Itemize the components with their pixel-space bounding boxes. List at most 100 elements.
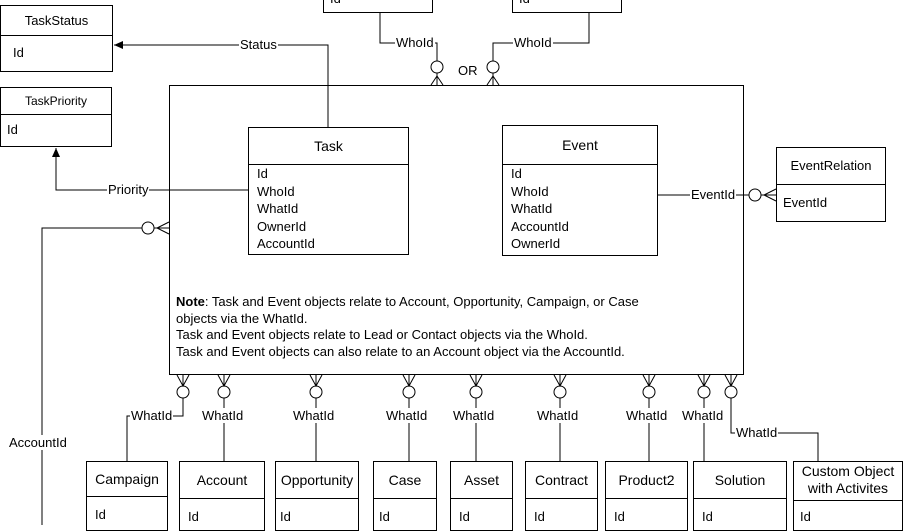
eventid-optional-icon <box>748 188 762 202</box>
field: WhoId <box>511 183 549 199</box>
entity-title: Product2 <box>606 462 687 499</box>
entity-title: Opportunity <box>276 462 358 499</box>
field: EventId <box>783 195 828 210</box>
relation-label-whatid: WhatId <box>625 408 669 423</box>
field: AccountId <box>257 236 315 251</box>
entity-opportunity: Opportunity Id <box>275 461 359 531</box>
relation-label-eventid: EventId <box>690 187 737 202</box>
entity-custom-object: Custom Object with Activites Id <box>793 461 903 531</box>
relation-label-status: Status <box>239 37 278 52</box>
entity-asset: Asset Id <box>450 461 513 531</box>
entity-contract: Contract Id <box>525 461 598 531</box>
field-list: Id <box>459 508 470 526</box>
field-list: Id <box>280 508 291 526</box>
note-bold-label: Note <box>176 294 205 309</box>
entity-product2: Product2 Id <box>605 461 688 531</box>
field: Id <box>13 45 24 60</box>
entity-solution: Solution Id <box>693 461 787 531</box>
entity-task-status: TaskStatus Id <box>0 5 113 72</box>
field: Id <box>534 509 545 524</box>
priority-connector <box>52 148 248 191</box>
field: Id <box>330 0 341 8</box>
relation-label-whatid: WhatId <box>201 408 245 423</box>
accountid-connector <box>41 227 142 525</box>
entity-title-line: with Activites <box>807 480 889 496</box>
field: Id <box>188 509 199 524</box>
entity-title: TaskPriority <box>1 88 111 115</box>
field-list: Id <box>95 506 106 524</box>
entity-title: Contract <box>526 462 597 499</box>
eventid-crowsfoot-icon <box>761 188 777 202</box>
field: OwnerId <box>511 236 561 251</box>
entity-account: Account Id <box>179 461 265 531</box>
field-list: Id <box>519 0 530 8</box>
relation-label-whatid: WhatId <box>130 408 174 423</box>
field-list: EventId <box>783 194 827 212</box>
accountid-optional-icon <box>141 221 155 235</box>
field-list: Id <box>534 508 545 526</box>
entity-title-line: Custom Object <box>801 463 895 479</box>
field: OwnerId <box>257 218 307 234</box>
field: Id <box>7 122 18 137</box>
entity-top-right-partial: Id <box>512 0 622 13</box>
relation-label-accountid: AccountId <box>8 435 68 450</box>
relation-label-whatid: WhatId <box>292 408 336 423</box>
field: Id <box>257 166 268 181</box>
relation-label-whoid-left: WhoId <box>395 35 435 50</box>
entity-title: Case <box>374 462 436 499</box>
field: Id <box>702 509 713 524</box>
entity-title: TaskStatus <box>1 6 112 36</box>
entity-task-priority: TaskPriority Id <box>0 87 112 147</box>
relation-label-whatid: WhatId <box>536 408 580 423</box>
field: Id <box>459 509 470 524</box>
relation-label-whatid: WhatId <box>735 425 779 440</box>
entity-task: Task Id WhoId WhatId OwnerId AccountId <box>248 127 409 255</box>
entity-title: Custom Object with Activites <box>794 462 902 501</box>
field-list: Id <box>379 508 390 526</box>
relation-label-whoid-right: WhoId <box>513 35 553 50</box>
field: Id <box>95 507 106 522</box>
entity-title: Campaign <box>87 462 167 497</box>
field: Id <box>800 509 811 524</box>
field-list: Id WhoId WhatId AccountId OwnerId <box>511 165 569 253</box>
field: Id <box>280 509 291 524</box>
whoid-left-optional-icon <box>430 60 444 74</box>
note-text: : Task and Event objects relate to Accou… <box>204 294 639 309</box>
field: AccountId <box>511 218 569 234</box>
whoid-right-optional-icon <box>486 60 500 74</box>
field: Id <box>511 166 522 181</box>
entity-title: Account <box>180 462 264 499</box>
whoid-right-crowsfoot-icon <box>486 73 500 86</box>
entity-event: Event Id WhoId WhatId AccountId OwnerId <box>502 125 658 256</box>
entity-title: Event <box>503 126 657 165</box>
entity-title: EventRelation <box>777 148 885 185</box>
field: Id <box>519 0 530 8</box>
field: WhatId <box>511 201 553 216</box>
relation-label-whatid: WhatId <box>681 408 725 423</box>
relation-label-or: OR <box>458 63 478 78</box>
entity-campaign: Campaign Id <box>86 461 168 531</box>
field: WhoId <box>257 183 295 199</box>
diagram-note: Note: Task and Event objects relate to A… <box>176 294 736 360</box>
accountid-crowsfoot-icon <box>154 221 170 235</box>
field-list: Id <box>702 508 713 526</box>
note-line: objects via the WhatId. <box>176 310 308 326</box>
whatid-crowsfeet <box>176 374 738 399</box>
field-list: Id <box>614 508 625 526</box>
field-list: Id <box>7 121 18 139</box>
entity-top-left-partial: Id <box>323 0 433 13</box>
field: Id <box>379 509 390 524</box>
entity-title: Asset <box>451 462 512 499</box>
entity-event-relation: EventRelation EventId <box>776 147 886 222</box>
entity-case: Case Id <box>373 461 437 531</box>
relation-label-whatid: WhatId <box>385 408 429 423</box>
note-line: Note: Task and Event objects relate to A… <box>176 294 736 311</box>
field-list: Id <box>330 0 341 8</box>
relation-label-priority: Priority <box>107 182 150 197</box>
field-list: Id <box>188 508 199 526</box>
status-connector <box>114 41 329 127</box>
field-list: Id WhoId WhatId OwnerId AccountId <box>257 165 315 253</box>
note-line: Task and Event objects can also relate t… <box>176 343 625 359</box>
note-line: Task and Event objects relate to Lead or… <box>176 327 588 342</box>
